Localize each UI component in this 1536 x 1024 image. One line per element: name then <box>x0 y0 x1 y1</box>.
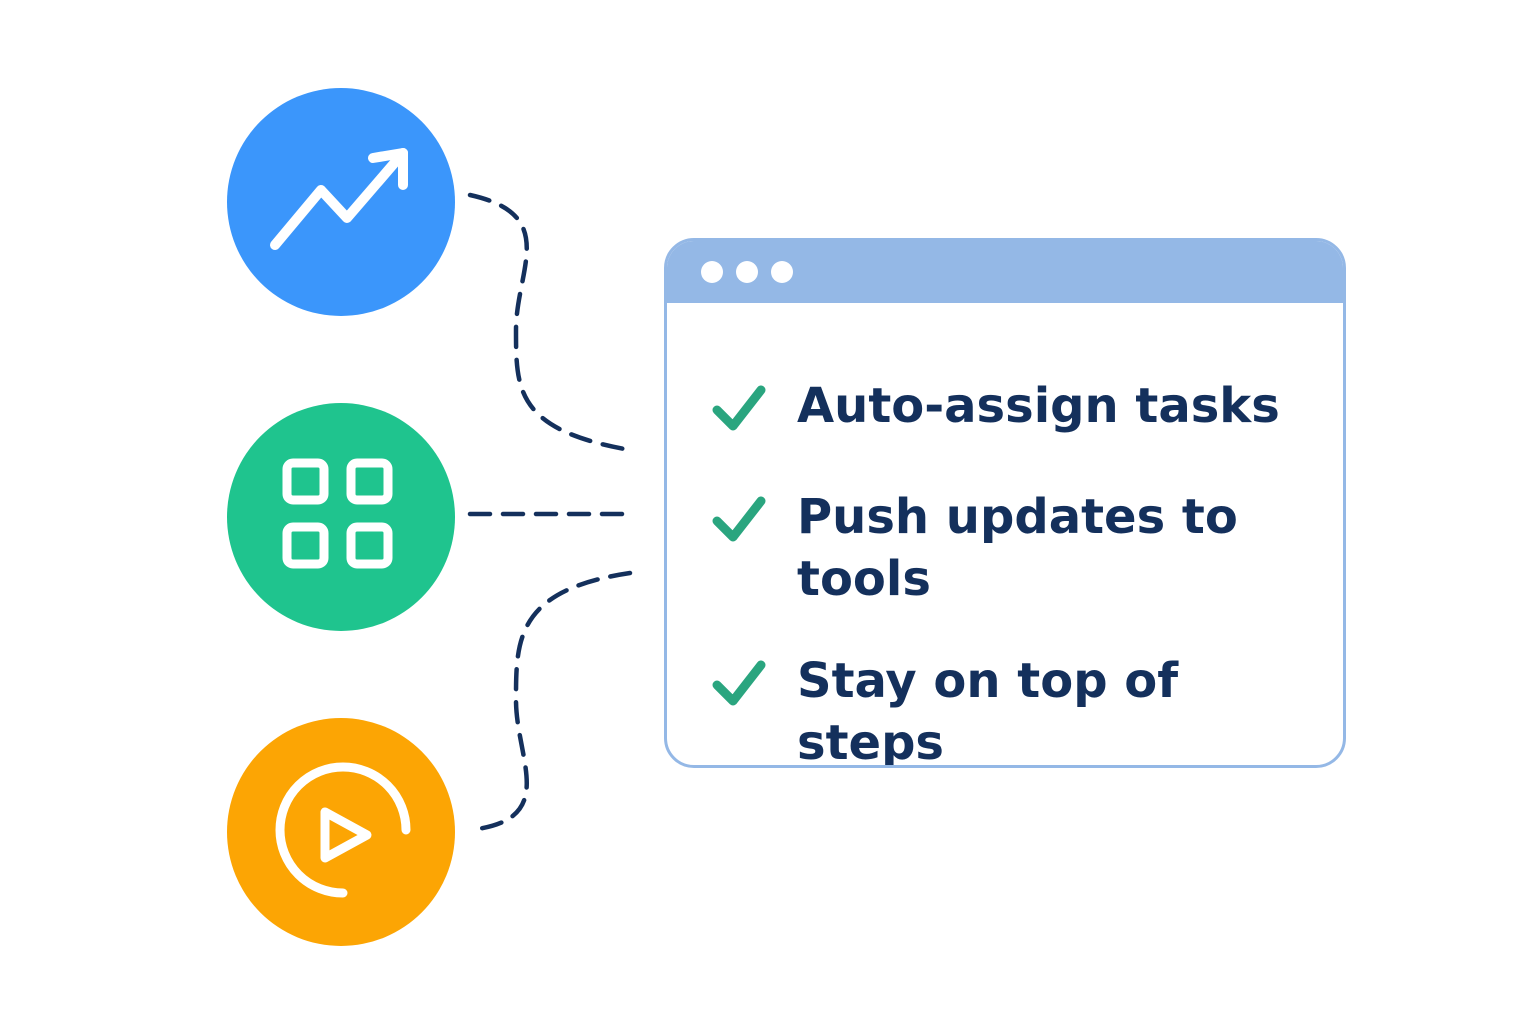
apps-node <box>227 403 455 631</box>
growth-node <box>227 88 455 316</box>
app-window: Auto-assign tasks Push updates to tools … <box>664 238 1346 768</box>
checkmark-icon <box>712 496 766 542</box>
grid-icon <box>282 458 393 569</box>
window-titlebar <box>667 241 1343 303</box>
window-dot <box>736 261 758 283</box>
window-dot <box>771 261 793 283</box>
checkmark-icon <box>712 385 766 431</box>
checklist-item-label: Stay on top of steps <box>797 653 1179 768</box>
checkmark-icon <box>712 660 766 706</box>
checklist-item-label: Push updates to tools <box>797 489 1238 607</box>
trending-up-icon <box>270 148 408 250</box>
feature-checklist: Auto-assign tasks Push updates to tools … <box>667 303 1343 765</box>
connector-top <box>467 192 633 453</box>
play-circle-icon <box>275 762 411 898</box>
play-node <box>227 718 455 946</box>
window-dot <box>701 261 723 283</box>
connector-bottom <box>467 570 633 833</box>
checklist-item-label: Auto-assign tasks <box>797 378 1280 434</box>
